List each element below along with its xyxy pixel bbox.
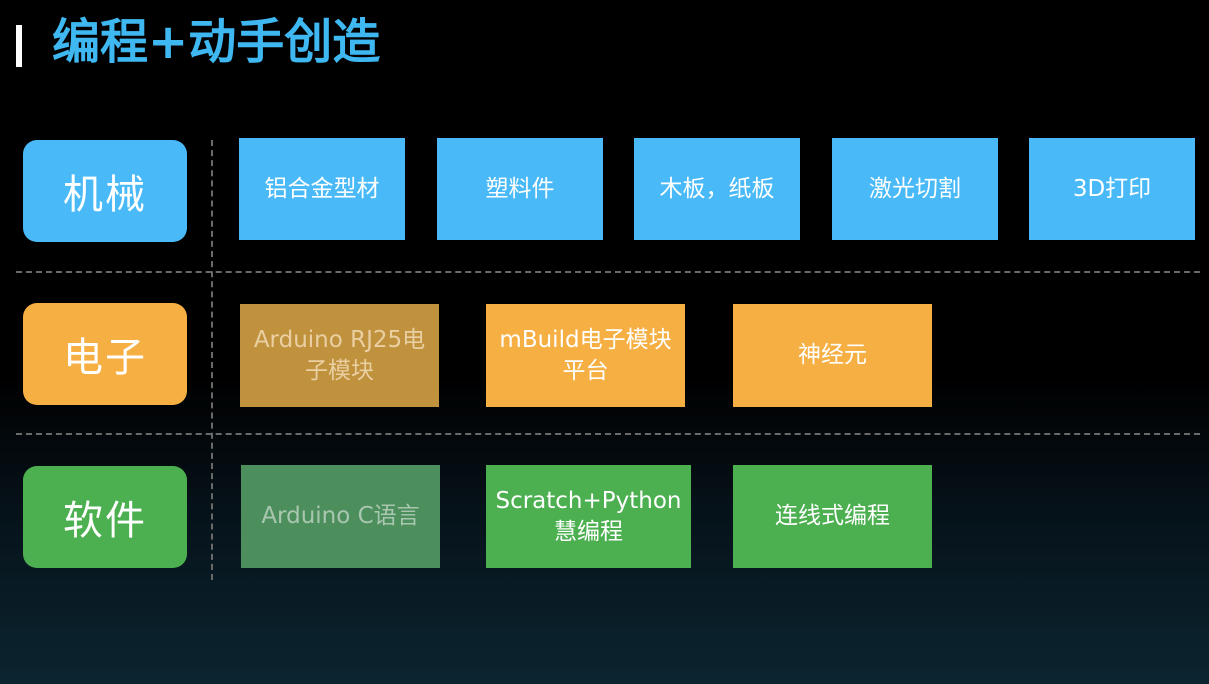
item-3d-printing: 3D打印: [1029, 138, 1195, 240]
category-electronics: 电子: [23, 303, 187, 405]
item-scratch-python: Scratch+Python 慧编程: [486, 465, 691, 568]
item-arduino-rj25: Arduino RJ25电 子模块: [240, 304, 439, 407]
item-arduino-rj25-line-1: Arduino RJ25电: [253, 326, 426, 353]
item-aluminum-profile: 铝合金型材: [239, 138, 405, 240]
item-wire-programming: 连线式编程: [733, 465, 932, 568]
item-scratch-python-line-2: 慧编程: [553, 518, 623, 545]
item-laser-cutting: 激光切割: [832, 138, 998, 240]
category-software-label: 软件: [63, 498, 147, 544]
row-divider-2: [16, 433, 1200, 435]
category-mechanical: 机械: [23, 140, 187, 242]
item-arduino-rj25-line-2: 子模块: [305, 357, 374, 384]
item-neuron: 神经元: [733, 304, 932, 407]
item-neuron-label: 神经元: [798, 342, 867, 368]
row-divider-1: [16, 271, 1200, 273]
item-mbuild-line-2: 平台: [562, 357, 609, 384]
vertical-divider: [211, 140, 213, 580]
item-laser-cutting-label: 激光切割: [869, 175, 961, 202]
category-mechanical-label: 机械: [63, 172, 147, 218]
category-electronics-label: 电子: [63, 335, 147, 381]
item-arduino-c: Arduino C语言: [241, 465, 440, 568]
title-accent-bar: [16, 25, 22, 67]
item-wood-cardboard-label: 木板，纸板: [659, 175, 775, 202]
item-mbuild-line-1: mBuild电子模块: [499, 326, 672, 353]
item-aluminum-profile-label: 铝合金型材: [264, 175, 380, 202]
item-wood-cardboard: 木板，纸板: [634, 138, 800, 240]
item-arduino-c-label: Arduino C语言: [261, 503, 420, 529]
category-software: 软件: [23, 466, 187, 568]
item-wire-programming-label: 连线式编程: [775, 503, 890, 529]
page-title: 编程+动手创造: [52, 14, 381, 70]
item-plastic-parts: 塑料件: [437, 138, 603, 240]
item-scratch-python-line-1: Scratch+Python: [495, 487, 682, 514]
item-mbuild: mBuild电子模块 平台: [486, 304, 685, 407]
item-3d-printing-label: 3D打印: [1072, 175, 1152, 202]
item-plastic-parts-label: 塑料件: [485, 175, 555, 202]
